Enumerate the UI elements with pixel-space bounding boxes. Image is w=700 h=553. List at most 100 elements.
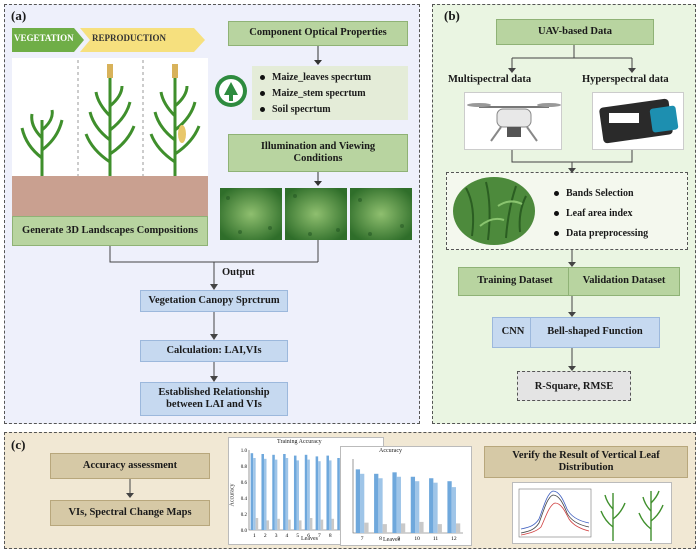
training-dataset-box: Training Dataset	[458, 267, 572, 296]
panel-b-label: (b)	[444, 8, 460, 23]
chart-bar	[429, 478, 434, 533]
component-list: Maize_leaves specrtum Maize_stem specrtu…	[252, 66, 408, 120]
chart-x-tick: 7	[318, 533, 321, 539]
chart-bar	[396, 476, 401, 533]
chart-bar	[415, 481, 420, 533]
validation-chart-title: Accuracy	[379, 448, 402, 454]
training-chart-title: Training Accuracy	[277, 439, 322, 445]
uav-connectors	[508, 45, 636, 371]
chart-bar	[410, 476, 416, 533]
chart-bar	[433, 482, 438, 533]
component-item: Maize_stem specrtum	[260, 85, 400, 101]
bell-shaped-function-box: Bell-shaped Function	[530, 317, 660, 348]
chart-y-tick: 0.4	[241, 497, 248, 502]
generate-3d-landscape-box: Generate 3D Landscapes Compositions	[12, 216, 208, 246]
multispectral-drone-image	[464, 92, 562, 150]
chart-y-tick: 1.0	[241, 449, 248, 454]
chart-bar	[455, 523, 461, 533]
chart-y-tick: 0.0	[241, 529, 248, 534]
processing-item: Bands Selection	[554, 183, 648, 203]
validation-chart-xlabel: Leaves	[383, 537, 400, 543]
chart-bar	[277, 518, 280, 530]
established-relationship-box: Established Relationship between LAI and…	[140, 382, 288, 416]
validation-chart-plot: 7 8 9 10 11 12	[352, 459, 463, 542]
vertical-leaf-figure	[512, 482, 672, 544]
canopy-render-images	[220, 188, 412, 240]
uav-data-box: UAV-based Data	[496, 19, 654, 45]
chart-bar	[288, 519, 291, 530]
chart-x-tick: 5	[296, 533, 299, 539]
connector-component-to-list	[314, 46, 322, 65]
chart-bar	[320, 519, 324, 530]
chart-x-tick: 7	[361, 536, 364, 542]
maize-field-photo	[453, 177, 535, 245]
chart-bar	[272, 454, 275, 530]
chart-bar	[355, 469, 361, 533]
stage-arrows	[12, 28, 205, 52]
chart-x-tick: 11	[433, 536, 439, 542]
multispectral-label: Multispectral data	[448, 74, 532, 85]
chart-bar	[263, 458, 267, 530]
chart-bar	[261, 454, 264, 530]
processing-list: Bands Selection Leaf area index Data pre…	[554, 183, 648, 243]
chart-x-tick: 2	[264, 533, 267, 539]
chart-bar	[328, 460, 332, 530]
hyperspectral-camera-image	[592, 92, 684, 150]
chart-x-tick: 3	[275, 533, 278, 539]
chart-bar	[326, 455, 329, 530]
output-label: Output	[222, 267, 255, 278]
maize-plant-tall	[149, 76, 201, 176]
chart-bar	[331, 518, 335, 530]
vis-spectral-change-maps-box: VIs, Spectral Change Maps	[50, 500, 210, 526]
stage-vegetation-arrow	[12, 28, 84, 52]
training-chart-xlabel: Leaves	[301, 536, 318, 542]
chart-x-tick: 4	[286, 533, 289, 539]
chart-bar	[392, 472, 397, 533]
chart-x-tick: 9	[397, 536, 400, 542]
chart-bar	[255, 518, 259, 530]
chart-bar	[447, 481, 452, 533]
chart-bar	[374, 473, 379, 533]
chart-bar	[304, 454, 308, 530]
connector-accuracy-to-maps	[126, 479, 134, 498]
chart-bar	[437, 524, 442, 533]
maize-plant-medium	[84, 76, 136, 176]
connector-to-output	[109, 240, 319, 382]
chart-bar	[378, 478, 383, 533]
hyperspectral-label: Hyperspectral data	[582, 74, 669, 85]
verify-vertical-leaf-box: Verify the Result of Vertical Leaf Distr…	[484, 446, 688, 478]
chart-y-tick: 0.8	[241, 465, 248, 470]
component-item: Maize_leaves specrtum	[260, 69, 400, 85]
stage-vegetation-label: VEGETATION	[14, 33, 74, 43]
chart-bar	[309, 518, 313, 530]
chart-bar	[360, 473, 365, 533]
chart-bar	[296, 460, 300, 530]
chart-bar	[451, 487, 456, 533]
chart-bar	[274, 459, 278, 530]
chart-bar	[400, 523, 406, 533]
chart-x-tick: 1	[253, 533, 256, 539]
chart-y-tick: 0.2	[241, 513, 248, 518]
chart-bar	[315, 456, 319, 530]
calculation-box: Calculation: LAI,VIs	[140, 340, 288, 362]
processing-item: Leaf area index	[554, 203, 648, 223]
chart-bar	[419, 521, 424, 533]
chart-bar	[382, 524, 387, 533]
chart-bar	[253, 458, 256, 530]
maize-growth-illustration	[12, 58, 208, 218]
chart-x-tick: 8	[379, 536, 382, 542]
chart-x-tick: 10	[414, 536, 420, 542]
accuracy-assessment-box: Accuracy assessment	[50, 453, 210, 479]
processing-item: Data preprocessing	[554, 223, 648, 243]
illumination-viewing-box: Illumination and Viewing Conditions	[228, 134, 408, 172]
maize-plant-small	[20, 109, 64, 176]
chart-x-tick: 12	[451, 536, 457, 542]
chart-bar	[250, 453, 254, 530]
chart-x-tick: 8	[329, 533, 332, 539]
chart-bar	[307, 459, 310, 530]
chart-bar	[293, 455, 297, 530]
validation-accuracy-chart: Accuracy Leaves 7 8 9 10 11 12	[340, 446, 472, 546]
component-optical-properties-box: Component Optical Properties	[228, 21, 408, 46]
chart-axis	[352, 459, 463, 534]
chart-bar	[318, 461, 321, 530]
